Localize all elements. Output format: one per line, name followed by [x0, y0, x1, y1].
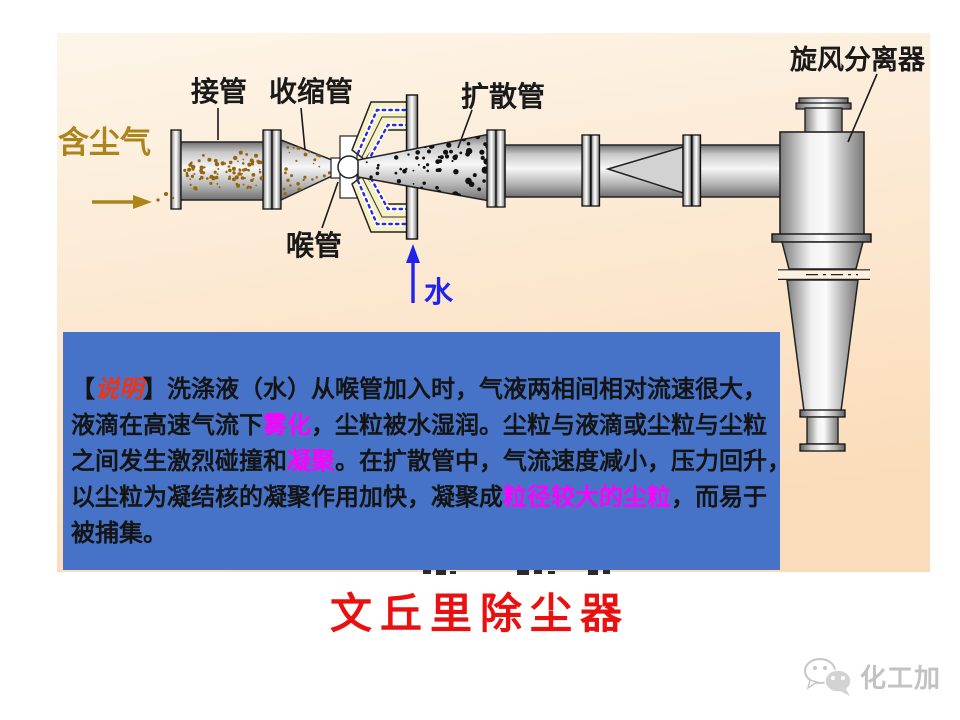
info-text: 之间发生激烈碰撞和 [71, 448, 287, 475]
water-dots [356, 108, 411, 226]
info-line: 之间发生激烈碰撞和凝聚。在扩散管中，气流速度减小，压力回升， [71, 444, 791, 480]
slide-title: 文丘里除尘器 [329, 592, 630, 638]
leader-lines [217, 73, 878, 229]
water-inlet-annotation: 水 [406, 244, 454, 309]
watermark-logo: 化工加 [798, 652, 954, 700]
inlet-gas-label: 含尘气 [58, 125, 151, 160]
cyclone-label: 旋风分离器 [790, 44, 926, 75]
converging-tube-label: 收缩管 [269, 75, 353, 107]
inlet-pipe-label: 接管 [191, 75, 247, 107]
converging-tube [280, 138, 333, 202]
highlight-text: 雾化 [263, 412, 311, 439]
water-label: 水 [424, 276, 454, 309]
diffuser-label: 扩散管 [461, 80, 545, 112]
info-text: ，尘粒被水湿润。尘粒与液滴或尘粒与尘粒 [311, 412, 767, 439]
bracket: 【 [71, 376, 95, 403]
connecting-pipe [486, 129, 782, 208]
cyclone-separator [771, 97, 872, 452]
dust-particles-inlet [183, 150, 263, 191]
watermark-text: 化工加 [860, 662, 942, 693]
chat-bubbles-icon [804, 658, 852, 696]
info-box: 【说明】洗涤液（水）从喉管加入时，气液两相间相对流速很大， 液滴在高速气流下雾化… [63, 332, 791, 570]
info-line: 液滴在高速气流下雾化，尘粒被水湿润。尘粒与液滴或尘粒与尘粒 [71, 408, 774, 444]
obscured-text-fragments [423, 570, 610, 575]
inlet-gas-arrow [92, 195, 152, 209]
highlight-text: 凝聚 [287, 448, 335, 475]
throat-label: 喉管 [286, 229, 342, 261]
throat-ball [337, 155, 361, 179]
info-text: ，而易于 [671, 484, 767, 511]
info-line: 被捕集。 [71, 516, 774, 552]
info-text: 液滴在高速气流下 [71, 412, 263, 439]
note-label: 说明 [95, 376, 143, 403]
info-text: 】洗涤液（水）从喉管加入时，气液两相间相对流速很大， [143, 376, 767, 403]
highlight-text: 粒径较大的尘粒 [503, 484, 671, 511]
info-text: 以尘粒为凝结核的凝聚作用加快，凝聚成 [71, 484, 503, 511]
inlet-pipe [156, 129, 282, 210]
info-text: 被捕集。 [71, 520, 167, 547]
info-line: 以尘粒为凝结核的凝聚作用加快，凝聚成粒径较大的尘粒，而易于 [71, 480, 774, 516]
info-text: 。在扩散管中，气流速度减小，压力回升， [335, 448, 791, 475]
break-lines [778, 269, 870, 280]
inlet-gas-annotation: 含尘气 [58, 125, 152, 209]
info-line: 【说明】洗涤液（水）从喉管加入时，气液两相间相对流速很大， [71, 372, 774, 408]
